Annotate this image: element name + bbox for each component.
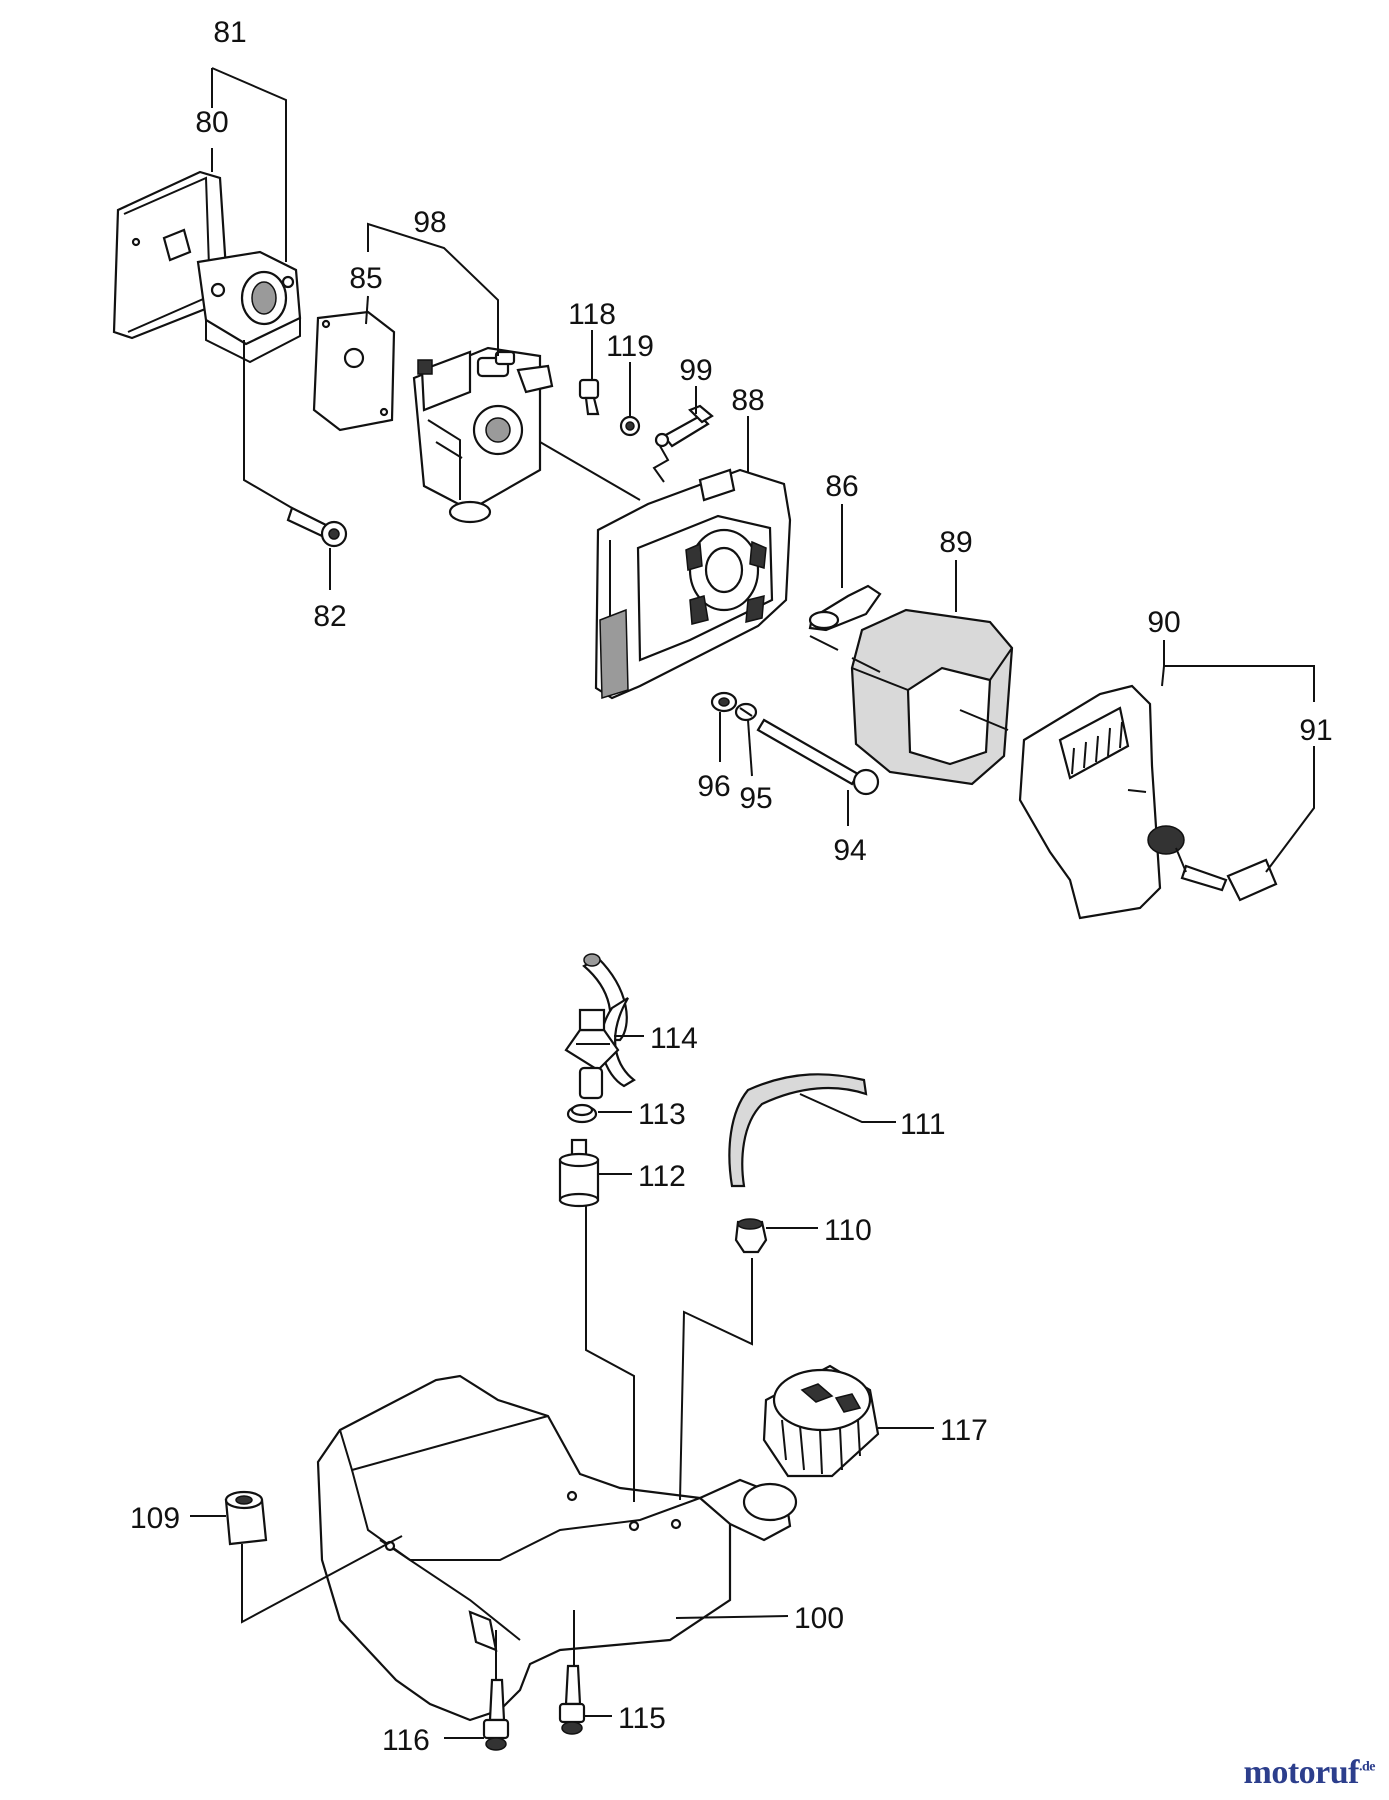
part-99-lever (654, 404, 714, 448)
callout-94: 94 (833, 834, 866, 867)
callout-109: 109 (130, 1502, 180, 1535)
callout-82: 82 (313, 600, 346, 633)
callout-114: 114 (650, 1022, 698, 1055)
callout-100: 100 (794, 1602, 844, 1635)
part-90-air-cleaner-cover (1018, 684, 1185, 920)
watermark-brand: motoruf (1243, 1754, 1360, 1791)
part-117-fuel-cap (762, 1364, 880, 1478)
part-115-screw (558, 1664, 586, 1735)
callout-113: 113 (638, 1098, 686, 1131)
part-114-fuel-filter (564, 1008, 620, 1100)
callout-91: 91 (1299, 714, 1332, 747)
callout-80: 80 (195, 106, 228, 139)
part-89-filter-element (850, 608, 1014, 786)
part-85-gasket (312, 310, 396, 432)
part-112-filter-weight (558, 1138, 600, 1208)
part-95-spring-washer (734, 702, 758, 722)
part-88-air-cleaner-case (594, 468, 792, 700)
watermark-tld: .de (1359, 1759, 1376, 1775)
leader-lines (190, 67, 1315, 1739)
part-94-long-bolt (756, 718, 880, 796)
callout-89: 89 (939, 526, 972, 559)
part-82-bolt (286, 506, 348, 548)
callout-96: 96 (697, 770, 730, 803)
part-98-carburetor (412, 346, 554, 524)
part-119-nut (619, 415, 641, 437)
callout-86: 86 (825, 470, 858, 503)
part-118-screw (578, 378, 600, 416)
part-116-screw (482, 1678, 510, 1751)
part-113-clip (566, 1103, 598, 1124)
callout-98: 98 (413, 206, 446, 239)
callout-110: 110 (824, 1214, 872, 1247)
callout-117: 117 (940, 1414, 988, 1447)
part-96-washer (710, 691, 738, 713)
part-81-carb-adaptor (196, 250, 302, 364)
callout-81: 81 (213, 16, 246, 49)
callout-99: 99 (679, 354, 712, 387)
callout-118: 118 (568, 298, 616, 331)
callout-111: 111 (900, 1108, 946, 1141)
callout-119: 119 (606, 330, 654, 363)
callout-116: 116 (382, 1724, 430, 1757)
part-86-choke-plate (808, 584, 882, 632)
part-110-grommet (734, 1218, 768, 1254)
callout-95: 95 (739, 782, 772, 815)
callout-85: 85 (349, 262, 382, 295)
callout-labels: 81 80 98 85 118 119 99 88 86 89 90 91 82… (130, 16, 1333, 1757)
part-91-knob-bolt (1180, 858, 1278, 902)
callout-90: 90 (1147, 606, 1180, 639)
callout-112: 112 (638, 1160, 686, 1193)
part-109-rubber-mount (224, 1490, 268, 1546)
callout-115: 115 (618, 1702, 666, 1735)
watermark-logo: motoruf.de (1243, 1754, 1376, 1792)
part-100-fuel-tank (316, 1374, 798, 1722)
callout-88: 88 (731, 384, 764, 417)
part-111-vent-hose (728, 1073, 868, 1188)
